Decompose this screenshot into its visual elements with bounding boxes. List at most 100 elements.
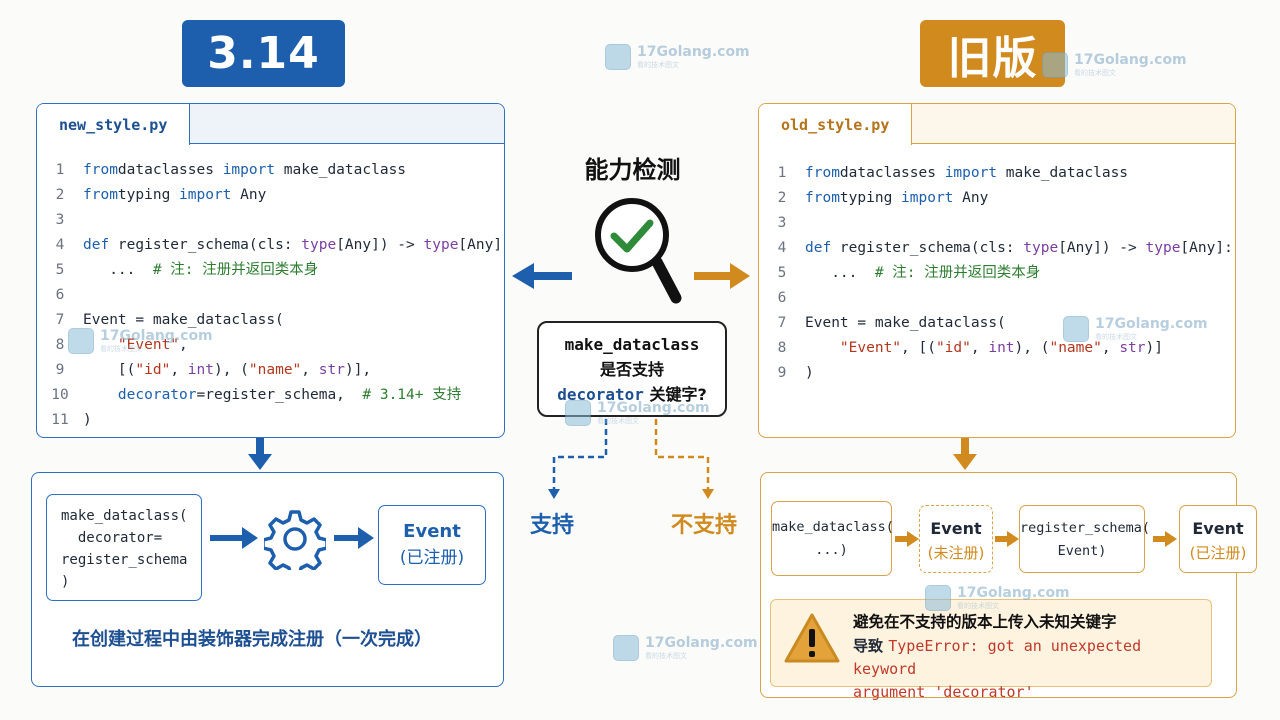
code-token: Any bbox=[953, 190, 989, 206]
code-token: type bbox=[423, 237, 459, 253]
code-line: 4 def register_schema(cls: type[Any]) -> … bbox=[759, 236, 1233, 261]
code-token: int bbox=[988, 340, 1015, 356]
code-line: 4 def register_schema(cls: type[Any]) -> … bbox=[37, 233, 504, 258]
old-code-block: 1 fromdataclasses import make_dataclass 2 f… bbox=[759, 161, 1233, 386]
code-token: Event = make_dataclass( bbox=[805, 315, 1006, 331]
question-keyword: decorator bbox=[557, 385, 644, 404]
watermark-sub: 看的技术图文 bbox=[637, 61, 679, 69]
code-token: "id" bbox=[935, 340, 971, 356]
line-number: 9 bbox=[55, 362, 65, 378]
code-text bbox=[83, 208, 92, 233]
unsupported-label: 不支持 bbox=[671, 513, 738, 538]
code-token: "name" bbox=[248, 362, 302, 378]
code-text: def register_schema(cls: type[Any]) -> t… bbox=[83, 233, 504, 258]
watermark-logo-icon bbox=[68, 328, 94, 354]
line-number: 4 bbox=[777, 240, 787, 256]
branch-dashed-arrows bbox=[548, 419, 714, 499]
old-arrow-2-icon bbox=[995, 531, 1019, 547]
line-number: 7 bbox=[777, 315, 787, 331]
code-token: register_schema(cls: bbox=[831, 240, 1024, 256]
version-badge-old: 旧版 bbox=[920, 20, 1065, 87]
code-line: 9 [("id", int), ("name", str)], bbox=[37, 358, 504, 383]
line-number: 9 bbox=[777, 365, 787, 381]
code-token: [Any]) -> bbox=[1058, 240, 1146, 256]
new-call-line-1: make_dataclass( bbox=[61, 508, 188, 524]
code-token: ), ( bbox=[213, 362, 249, 378]
new-tab-bar: new_style.py bbox=[37, 104, 504, 145]
code-text: fromdataclasses import make_dataclass bbox=[805, 161, 1128, 186]
flow-arrow-2-icon bbox=[334, 527, 374, 549]
warning-triangle-icon bbox=[784, 613, 840, 663]
old-step-make-dataclass: make_dataclass( ...) bbox=[771, 501, 894, 576]
line-number: 4 bbox=[55, 237, 65, 253]
code-text: def register_schema(cls: type[Any]) -> t… bbox=[805, 236, 1233, 261]
code-line: 1 fromdataclasses import make_dataclass bbox=[759, 161, 1233, 186]
old-step-register-schema: register_schema( Event) bbox=[1019, 505, 1150, 573]
code-token: type bbox=[1145, 240, 1181, 256]
code-token: "Event" bbox=[839, 340, 902, 356]
line-number: 1 bbox=[777, 165, 787, 181]
code-token: ), ( bbox=[1014, 340, 1050, 356]
old-step3-line-2: Event) bbox=[1057, 543, 1107, 559]
watermark-text: 17Golang.com bbox=[645, 635, 758, 651]
new-call-line-4: ) bbox=[61, 574, 70, 590]
code-token: def bbox=[83, 237, 110, 253]
watermark-sub: 看的技术图文 bbox=[597, 417, 639, 425]
code-token bbox=[805, 340, 840, 356]
capability-check-title: 能力检测 bbox=[584, 156, 681, 184]
version-badge-3-14: 3.14 bbox=[182, 20, 345, 87]
code-text: ... # 注: 注册并返回类本身 bbox=[805, 261, 1040, 286]
code-token: ) bbox=[83, 412, 92, 428]
code-token: import bbox=[901, 190, 954, 206]
code-text: ) bbox=[83, 408, 92, 433]
new-call-line-2: decorator= bbox=[61, 530, 163, 546]
code-token: make_dataclass bbox=[997, 165, 1129, 181]
code-text: fromdataclasses import make_dataclass bbox=[83, 158, 406, 183]
code-token: [( bbox=[83, 362, 136, 378]
code-line: 3 bbox=[759, 211, 1233, 236]
warning-detail: 导致 TypeError: got an unexpected keyword … bbox=[853, 635, 1211, 704]
watermark-sub: 看的技术图文 bbox=[645, 652, 687, 660]
old-tab-bar: old_style.py bbox=[759, 104, 1235, 145]
gear-icon bbox=[264, 510, 326, 570]
code-text: Event = make_dataclass( bbox=[83, 308, 284, 333]
code-text bbox=[83, 283, 92, 308]
code-token: Event = make_dataclass( bbox=[83, 312, 284, 328]
old-event-registered-box: Event (已注册) bbox=[1179, 505, 1257, 573]
code-token: decorator bbox=[117, 387, 197, 403]
old-arrow-1-icon bbox=[895, 531, 919, 547]
question-line-2: 是否支持 bbox=[599, 360, 664, 379]
code-token: make_dataclass bbox=[275, 162, 407, 178]
new-call-line-3: register_schema bbox=[61, 552, 188, 568]
line-number: 2 bbox=[55, 187, 65, 203]
code-token: type bbox=[301, 237, 337, 253]
arrow-right-icon bbox=[694, 263, 750, 289]
code-token: from bbox=[805, 190, 840, 206]
code-line: 6 bbox=[759, 286, 1233, 311]
tab-new-style-py[interactable]: new_style.py bbox=[37, 104, 191, 145]
code-line: 11) bbox=[37, 408, 504, 433]
code-line: 5 ... # 注: 注册并返回类本身 bbox=[37, 258, 504, 283]
code-token: typing bbox=[117, 187, 180, 203]
watermark-sub: 看的技术图文 bbox=[1095, 333, 1137, 341]
code-token: )] bbox=[1145, 340, 1163, 356]
tab-old-style-py[interactable]: old_style.py bbox=[759, 104, 913, 145]
warning-error-2: argument 'decorator' bbox=[853, 683, 1034, 701]
old-event-status-1: (未注册) bbox=[927, 544, 985, 562]
code-text: ... # 注: 注册并返回类本身 bbox=[83, 258, 318, 283]
code-token: # 注: 注册并返回类本身 bbox=[152, 262, 319, 278]
watermark-text: 17Golang.com bbox=[1074, 52, 1187, 68]
old-arrow-3-icon bbox=[1153, 531, 1177, 547]
old-event-unregistered-box: Event (未注册) bbox=[919, 505, 993, 573]
code-line: 8 "Event", bbox=[37, 333, 504, 358]
code-text: "Event", bbox=[83, 333, 188, 358]
code-token: ... bbox=[805, 265, 875, 281]
line-number: 2 bbox=[777, 190, 787, 206]
